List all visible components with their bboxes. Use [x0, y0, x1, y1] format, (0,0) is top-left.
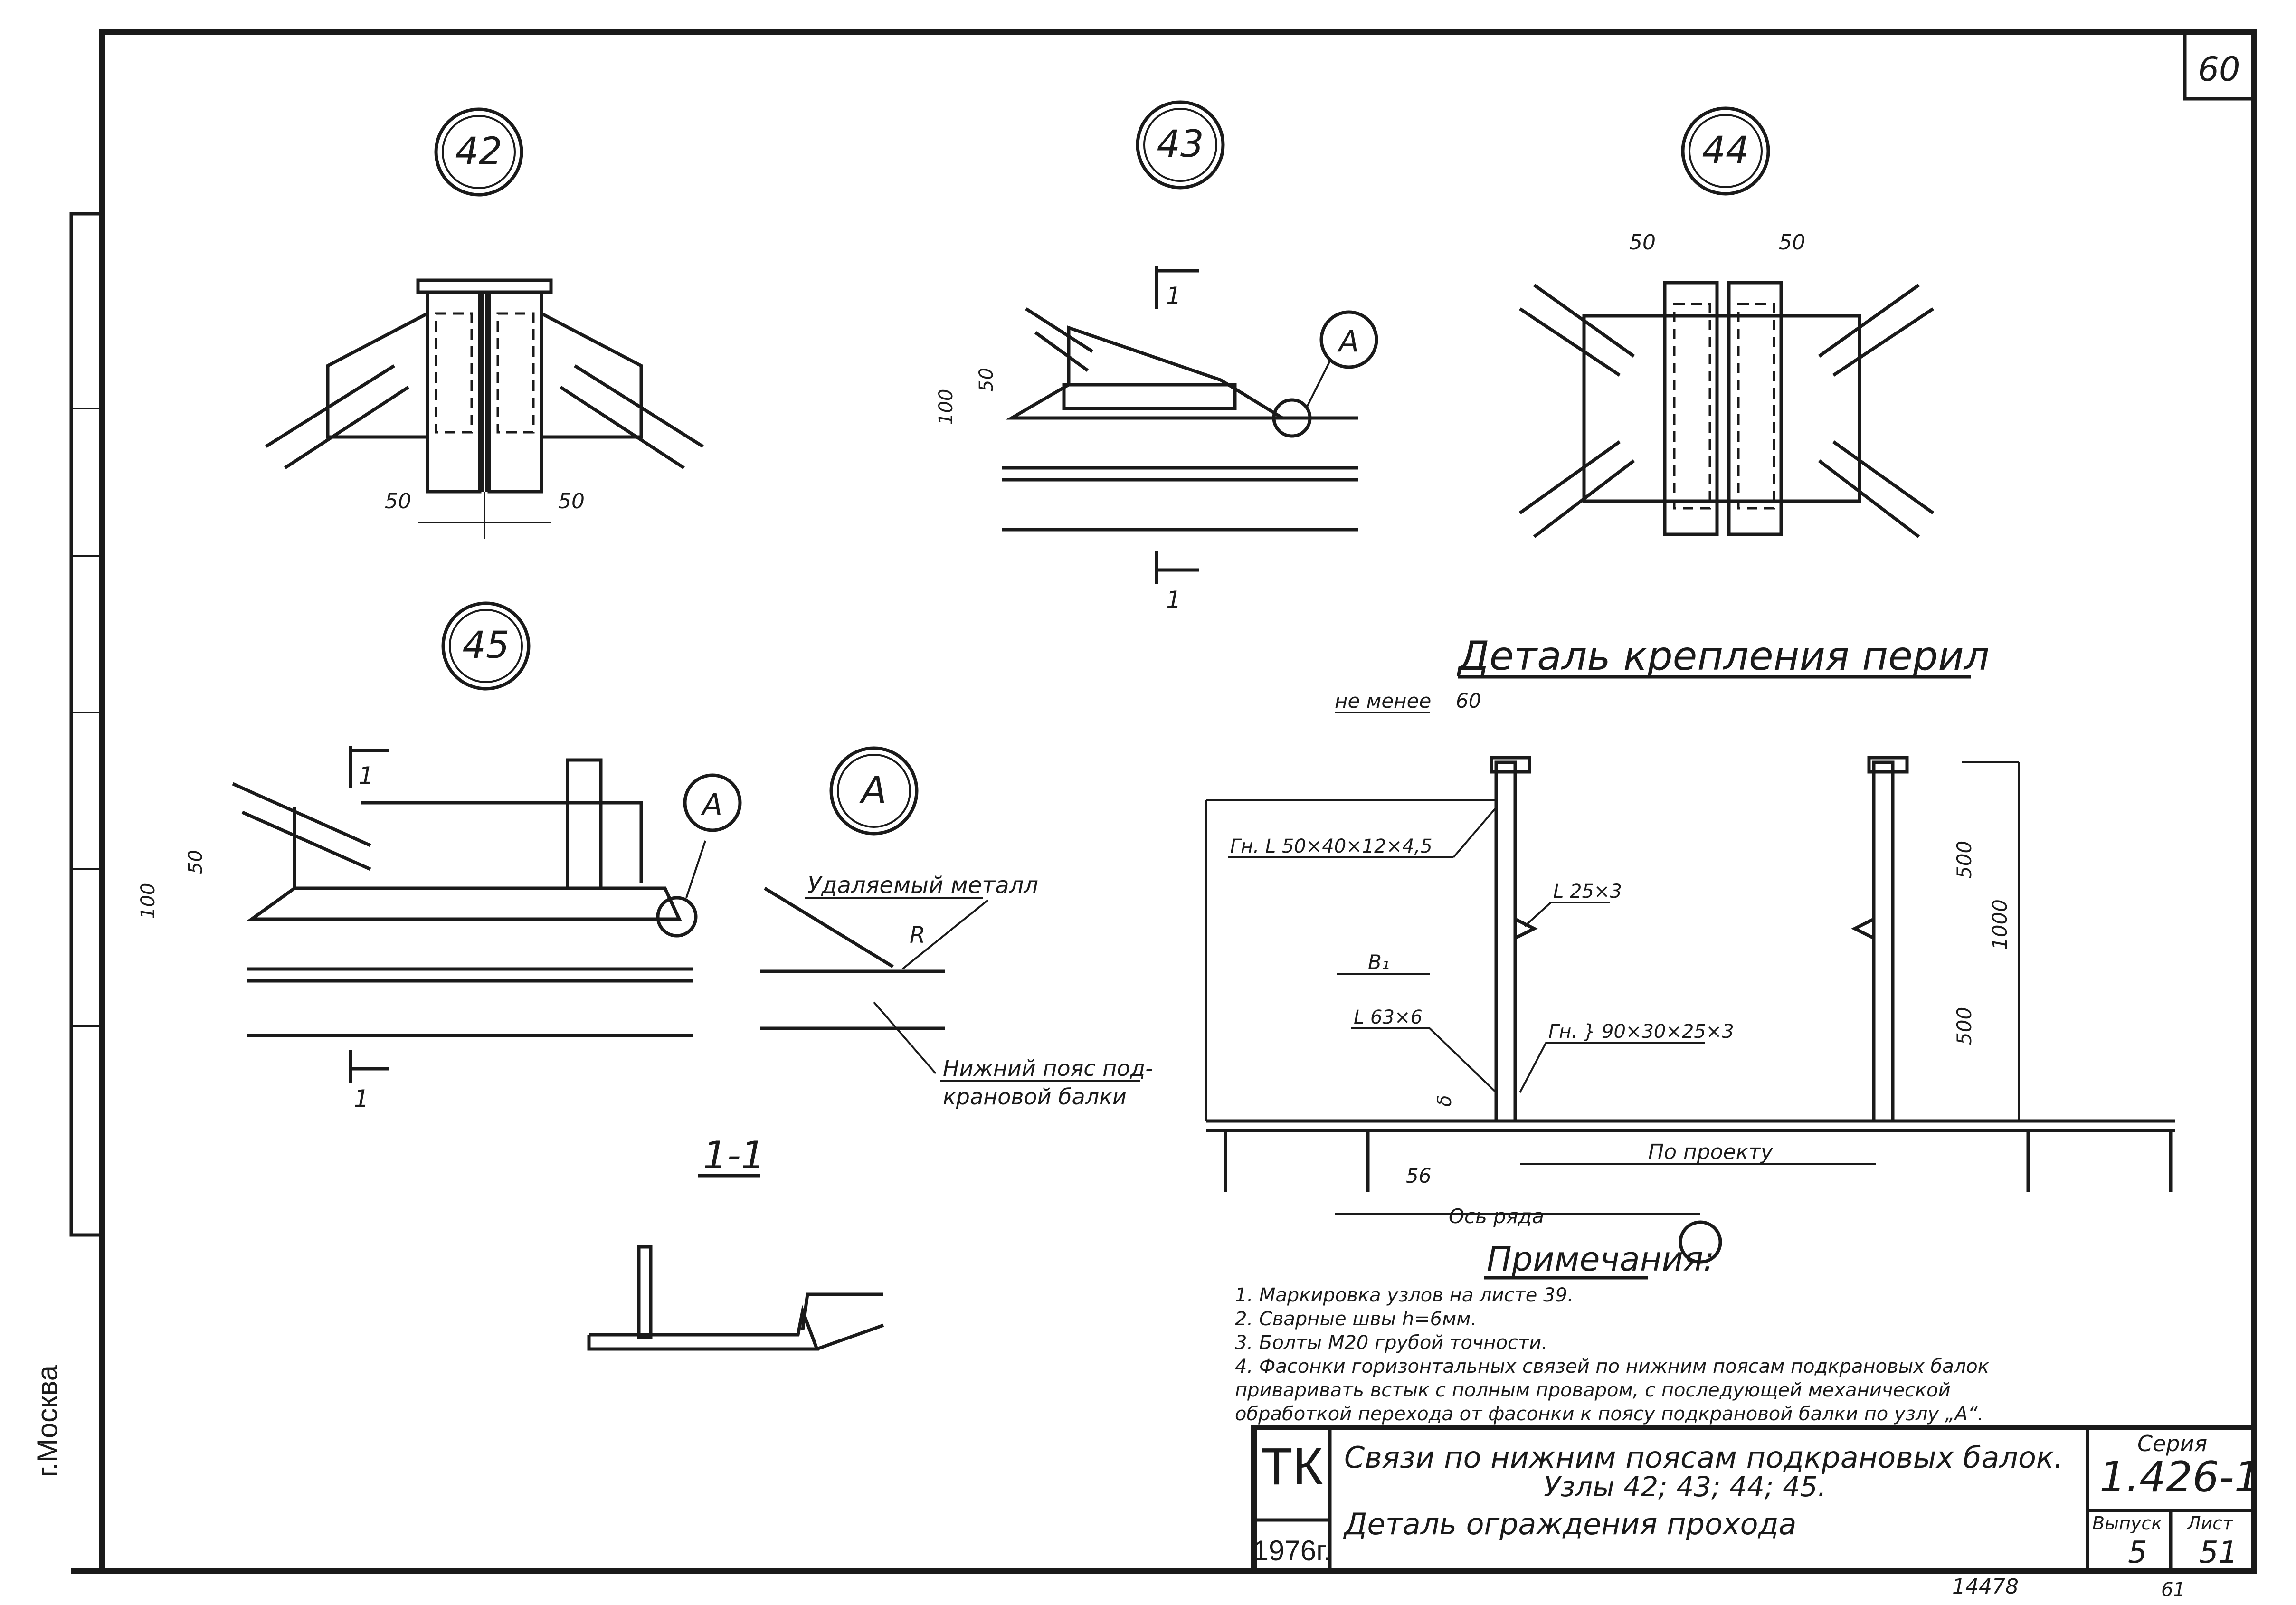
title-block: ТК 1976г. Связи по нижним поясам подкран… [1251, 1425, 2261, 1574]
city-label: г.Москва [31, 1365, 63, 1477]
notes: Примечания: 1. Маркировка узлов на листе… [1235, 1240, 1989, 1425]
corner-number-box: 60 [2183, 30, 2256, 101]
svg-text:60: 60 [1456, 689, 1481, 712]
node-45: 45 1 1 А 50 100 [137, 601, 742, 1112]
railing-detail: Деталь крепления перил не менее 60 500 5… [1205, 633, 2175, 1264]
svg-text:По проекту: По проекту [1648, 1140, 1774, 1164]
svg-text:50: 50 [1779, 230, 1805, 255]
svg-text:1: 1 [359, 762, 374, 789]
section-title: 1-1 [703, 1133, 765, 1178]
issue-value: 5 [2128, 1535, 2147, 1570]
detail-a: А Удаляемый металл R Нижний пояс под- кр… [760, 746, 1153, 1110]
note-6: обработкой перехода от фасонки к поясу п… [1235, 1403, 1983, 1425]
svg-text:1000: 1000 [1988, 899, 2011, 950]
corner-number: 60 [2198, 50, 2240, 89]
series-value: 1.426-1 [2099, 1453, 2261, 1501]
svg-text:100: 100 [137, 883, 159, 919]
svg-text:100: 100 [935, 389, 957, 425]
svg-text:Серия: Серия [2137, 1431, 2207, 1456]
note-2: 2. Сварные швы h=6мм. [1235, 1308, 1477, 1330]
title-line-3: Деталь ограждения прохода [1343, 1507, 1796, 1541]
node-43: 43 1 1 А 50 100 [935, 100, 1378, 614]
sheet-value: 51 [2199, 1535, 2238, 1570]
note-3: 3. Болты М20 грубой точности. [1235, 1332, 1547, 1354]
node-43-label: 43 [1157, 123, 1204, 166]
svg-text:Гн. } 90×30×25×3: Гн. } 90×30×25×3 [1548, 1021, 1734, 1043]
svg-text:50: 50 [385, 489, 411, 513]
lower-belt-label-1: Нижний пояс под- [943, 1055, 1153, 1081]
note-1: 1. Маркировка узлов на листе 39. [1235, 1284, 1574, 1306]
node-42-label: 42 [455, 130, 502, 173]
lower-belt-label-2: крановой балки [943, 1084, 1127, 1110]
note-4: 4. Фасонки горизонтальных связей по нижн… [1235, 1356, 1989, 1377]
svg-text:R: R [910, 922, 925, 949]
svg-text:А: А [701, 787, 722, 822]
svg-text:50: 50 [1629, 230, 1656, 255]
year-label: 1976г. [1253, 1535, 1331, 1567]
svg-text:1: 1 [1166, 282, 1181, 310]
org-label: ТК [1261, 1437, 1323, 1496]
bottom-page: 61 [2161, 1579, 2185, 1601]
svg-text:50: 50 [976, 368, 997, 392]
notes-heading: Примечания: [1487, 1240, 1715, 1279]
detail-title: Деталь крепления перил [1456, 633, 1990, 679]
node-44-label: 44 [1702, 129, 1749, 172]
svg-text:L 63×6: L 63×6 [1354, 1007, 1423, 1028]
svg-text:А: А [859, 769, 886, 812]
svg-text:1: 1 [1166, 586, 1181, 614]
svg-text:Гн. L 50×40×12×4,5: Гн. L 50×40×12×4,5 [1230, 836, 1433, 857]
svg-text:А: А [1337, 324, 1359, 359]
bottom-code: 14478 [1952, 1575, 2019, 1599]
svg-text:Лист: Лист [2186, 1513, 2234, 1534]
svg-text:500: 500 [1953, 841, 1976, 879]
removed-metal-label: Удаляемый металл [807, 872, 1038, 899]
svg-text:50: 50 [185, 850, 207, 874]
section-1-1: 1-1 [587, 1133, 884, 1351]
svg-text:1: 1 [354, 1085, 369, 1112]
svg-text:56: 56 [1406, 1164, 1431, 1187]
title-line-2: Узлы 42; 43; 44; 45. [1544, 1471, 1826, 1503]
note-5: приваривать встык с полным проваром, с п… [1235, 1379, 1951, 1401]
svg-text:50: 50 [558, 489, 585, 513]
svg-text:не менее: не менее [1335, 689, 1431, 712]
node-44: 44 50 50 [1518, 106, 1935, 538]
svg-text:Выпуск: Выпуск [2092, 1513, 2162, 1534]
svg-text:500: 500 [1953, 1007, 1976, 1045]
node-42: 42 50 50 [265, 107, 704, 539]
title-line-1: Связи по нижним поясам подкрановых балок… [1344, 1440, 2063, 1475]
node-45-label: 45 [462, 624, 509, 667]
svg-text:L 25×3: L 25×3 [1553, 881, 1622, 902]
svg-text:δ: δ [1434, 1095, 1456, 1107]
svg-text:B₁: B₁ [1368, 950, 1390, 974]
svg-text:Ось ряда: Ось ряда [1449, 1205, 1544, 1228]
